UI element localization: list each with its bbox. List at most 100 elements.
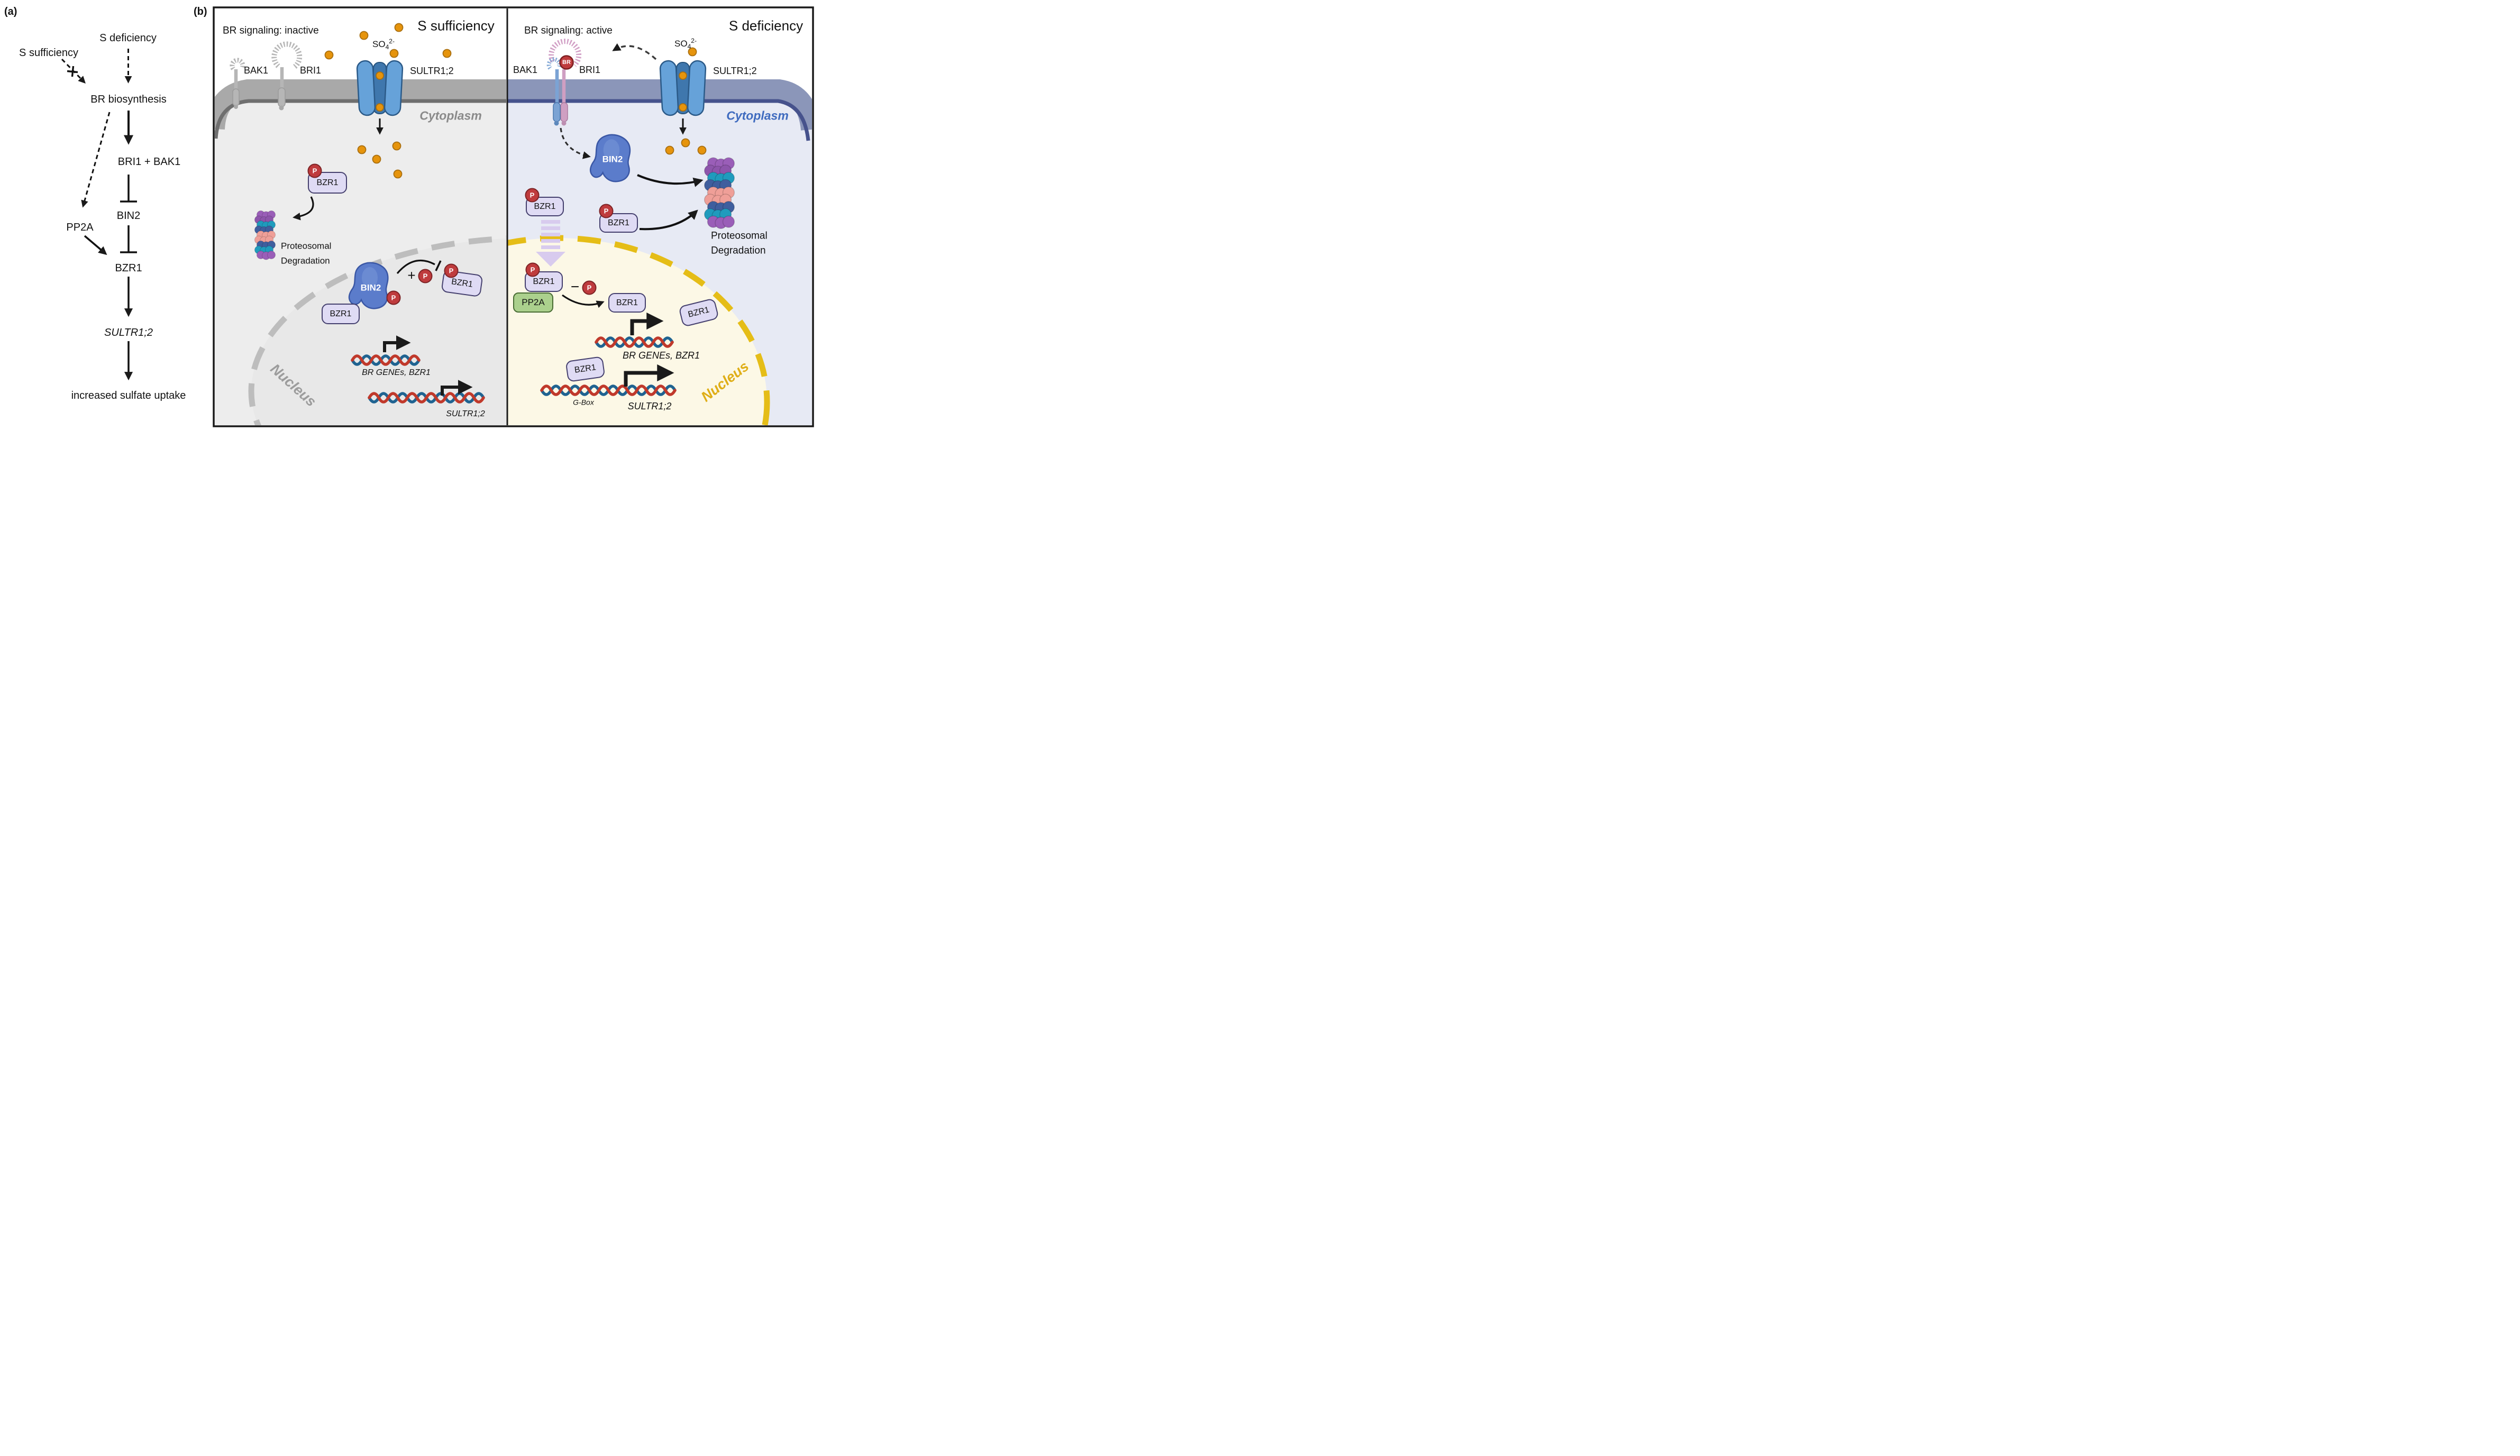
br-ligand-text: BR xyxy=(562,59,571,66)
sulfate-dots-left-outside xyxy=(324,23,452,60)
bzr1-text: BZR1 xyxy=(608,218,629,227)
right-bak1-label: BAK1 xyxy=(513,65,538,76)
sulfate-sub: 4 xyxy=(385,43,389,51)
bzr1-box-right-dephospho: BZR1 xyxy=(608,293,646,313)
right-gene-label-1: BR GENEs, BZR1 xyxy=(622,350,700,361)
figure-artwork xyxy=(61,6,814,427)
bin2-right-text: BIN2 xyxy=(602,154,623,164)
sulfate-base: SO xyxy=(674,38,688,49)
phosphate-left-nucleus: P xyxy=(444,263,459,278)
right-gene-label-2: SULTR1;2 xyxy=(627,401,672,412)
bzr1-text: BZR1 xyxy=(451,277,474,289)
panel-b-label: (b) xyxy=(194,6,207,17)
bri1-receptor-right xyxy=(549,39,582,126)
blocked-cross-icon xyxy=(67,66,78,77)
node-bzr1: BZR1 xyxy=(115,262,142,274)
left-proteosomal-line2: Degradation xyxy=(281,255,330,266)
nucleus-right-envelope xyxy=(507,235,770,425)
pp2a-text: PP2A xyxy=(522,297,545,307)
left-transporter-label: SULTR1;2 xyxy=(410,66,454,77)
dna-helix-right-2 xyxy=(540,384,677,396)
right-proteosomal-line1: Proteosomal xyxy=(711,230,768,242)
left-gene-label-1: BR GENEs, BZR1 xyxy=(362,368,431,378)
right-transporter-label: SULTR1;2 xyxy=(713,66,757,77)
membrane-right-inner-edge xyxy=(507,99,810,141)
left-sulfate-label: SO42- xyxy=(372,38,395,51)
figure-canvas: (a) S sufficiency S deficiency BR biosyn… xyxy=(0,0,817,472)
membrane-right xyxy=(507,79,812,131)
right-sulfate-label: SO42- xyxy=(674,36,697,50)
transcription-arrow-left-2 xyxy=(441,380,473,396)
sultr-channel-left xyxy=(356,60,404,116)
panel-b-border xyxy=(213,6,814,427)
arrow-brbiosynthesis-pp2a xyxy=(81,112,111,208)
transcription-arrow-right-1 xyxy=(630,312,664,335)
panel-a-label: (a) xyxy=(4,6,17,17)
arrow-receptor-bin2 xyxy=(560,127,591,159)
phosphate-released: P xyxy=(582,280,597,295)
right-proteosomal-line2: Degradation xyxy=(711,245,766,257)
sulfate-dots-left-inside xyxy=(357,141,403,179)
nuclear-import-arrow xyxy=(536,220,565,267)
bzr1-text: BZR1 xyxy=(573,363,597,375)
membrane-left-inner-edge xyxy=(215,99,506,139)
dna-helix-right-1 xyxy=(595,336,674,348)
arrow-pbzr1-proteasome-right xyxy=(639,209,698,231)
sulfate-sup: 2- xyxy=(389,37,395,45)
sulfate-dot-right-outside xyxy=(688,47,697,57)
inhibit-bri1-bin2 xyxy=(120,175,137,203)
bzr1-text: BZR1 xyxy=(616,298,638,307)
arrow-dephosphorylation xyxy=(562,294,605,308)
phosphate-right-cytoplasm-2: P xyxy=(599,204,614,218)
arrow-pp2a-bzr1 xyxy=(84,235,107,255)
node-outcome: increased sulfate uptake xyxy=(71,390,186,401)
node-br-biosynthesis: BR biosynthesis xyxy=(90,94,167,105)
sultr-channel-right xyxy=(659,60,707,116)
pp2a-box: PP2A xyxy=(513,292,553,313)
left-bri1-label: BRI1 xyxy=(300,65,322,76)
left-condition-title: S sufficiency xyxy=(417,17,495,34)
left-gene-label-2: SULTR1;2 xyxy=(446,409,485,419)
bak1-receptor-right xyxy=(546,57,562,126)
gbox-label: G-Box xyxy=(573,398,594,407)
bzr1-text: BZR1 xyxy=(534,202,556,211)
dna-helix-left-2 xyxy=(368,392,485,404)
bzr1-text: BZR1 xyxy=(687,305,710,319)
panel-a-arrows xyxy=(61,49,137,381)
bri1-receptor-left xyxy=(271,41,303,111)
panel-b-left-half xyxy=(215,23,506,425)
plus-sign: + xyxy=(407,267,416,283)
membrane-left xyxy=(215,79,506,130)
bzr1-box-left-nucleus: BZR1 xyxy=(322,304,360,324)
right-bri1-label: BRI1 xyxy=(579,65,601,76)
node-bri1-bak1: BRI1 + BAK1 xyxy=(117,156,181,168)
sulfate-sup: 2- xyxy=(691,36,697,44)
bak1-receptor-left xyxy=(230,58,245,109)
bzr1-text: BZR1 xyxy=(330,309,352,318)
right-condition-title: S deficiency xyxy=(728,17,804,34)
bzr1-box-right-cytoplasm-1: BZR1 xyxy=(526,197,564,216)
node-s-deficiency: S deficiency xyxy=(99,32,157,44)
nucleus-left-envelope xyxy=(248,235,506,425)
node-sultr12: SULTR1;2 xyxy=(104,327,153,338)
phosphate-right-nucleus: P xyxy=(525,262,540,277)
phosphate-free-left: P xyxy=(418,269,433,283)
arrow-feedback-sultr-bri1 xyxy=(612,43,657,60)
phosphate-right-cytoplasm-1: P xyxy=(525,188,540,203)
transcription-arrow-right-2 xyxy=(624,364,674,387)
node-bin2: BIN2 xyxy=(116,210,141,222)
sulfate-sub: 4 xyxy=(687,42,691,50)
arrow-bin2-phosphorylates-bzr1 xyxy=(396,260,435,274)
left-signaling-state: BR signaling: inactive xyxy=(223,25,319,36)
dna-helix-left-1 xyxy=(351,354,421,366)
phosphate-left-cytoplasm: P xyxy=(307,163,322,178)
right-cytoplasm-label: Cytoplasm xyxy=(726,108,789,123)
phosphate-on-bin2-left: P xyxy=(386,290,401,305)
sulfate-dots-right-inside xyxy=(665,138,707,155)
sulfate-base: SO xyxy=(372,39,386,49)
br-ligand-circle xyxy=(559,55,574,70)
phospho-transfer-bar xyxy=(435,260,442,271)
minus-sign: − xyxy=(570,278,580,295)
proteasome-right xyxy=(704,157,735,229)
arrow-bin2-proteasome xyxy=(637,174,704,187)
